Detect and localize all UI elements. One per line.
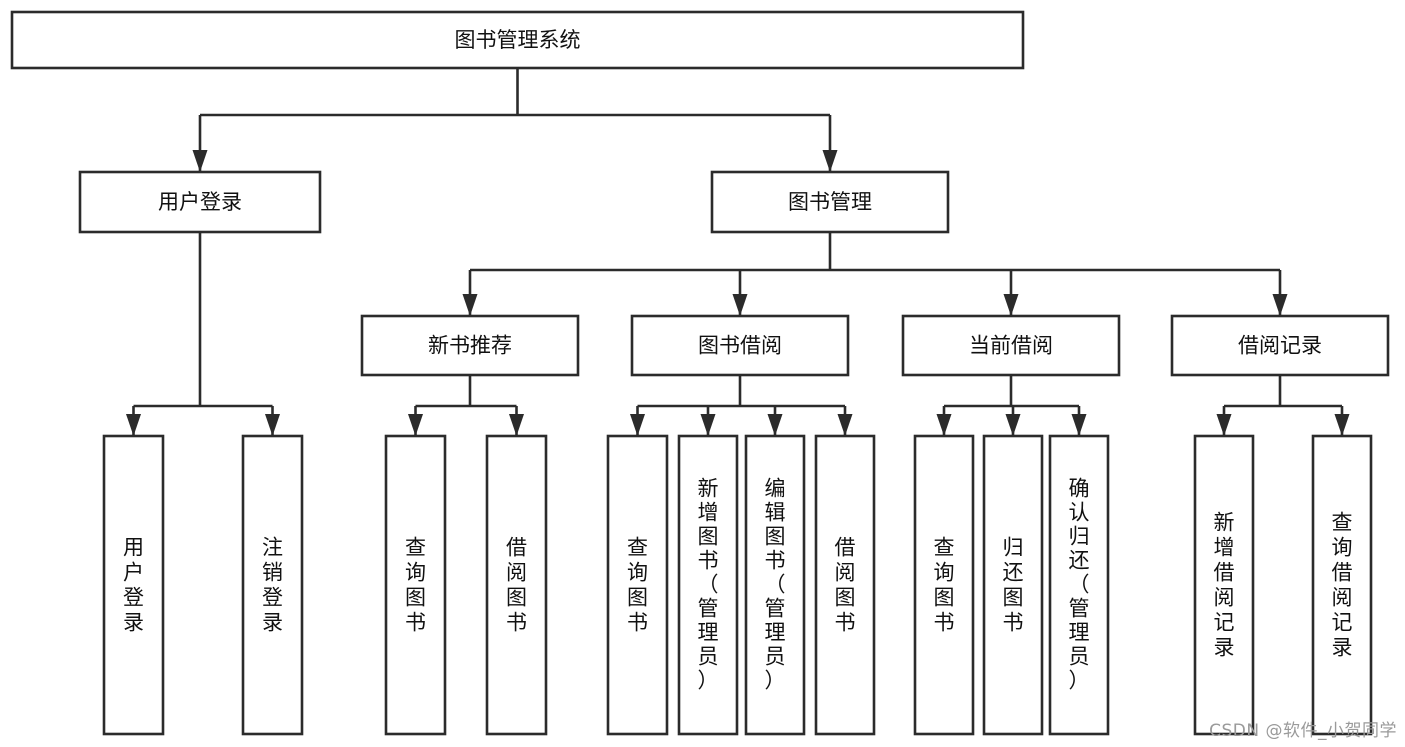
node-label: 借阅图书 — [835, 536, 856, 635]
arrow-head-icon — [1071, 414, 1087, 436]
arrow-head-icon — [192, 150, 208, 172]
node-leaf-borrow-book-2[interactable]: 借阅图书 — [814, 434, 876, 736]
node-label: 借阅图书 — [506, 536, 527, 635]
arrow-head-icon — [509, 414, 524, 436]
node-box[interactable] — [102, 434, 165, 736]
arrow-head-icon — [837, 414, 853, 436]
node-book-borrow[interactable]: 图书借阅 — [630, 314, 850, 377]
node-label: 图书管理系统 — [455, 28, 581, 52]
node-label: 查询借阅记录 — [1332, 511, 1353, 660]
node-box[interactable] — [710, 170, 950, 234]
arrow-head-icon — [732, 294, 748, 316]
node-leaf-edit-book[interactable]: 编辑图书（管理员） — [744, 434, 806, 736]
node-leaf-query-borrow-record[interactable]: 查询借阅记录 — [1311, 434, 1373, 736]
node-box[interactable] — [606, 434, 669, 736]
node-box[interactable] — [360, 314, 580, 377]
node-box[interactable] — [982, 434, 1044, 736]
node-label: 图书借阅 — [698, 334, 782, 358]
csdn-watermark: CSDN @软件_小贺同学 — [1209, 721, 1397, 741]
node-label: 查询图书 — [627, 536, 648, 635]
node-leaf-borrow-book-1[interactable]: 借阅图书 — [485, 434, 548, 736]
node-label: 查询图书 — [934, 536, 955, 635]
arrow-head-icon — [265, 414, 280, 436]
node-box[interactable] — [384, 434, 447, 736]
arrow-head-icon — [1216, 414, 1232, 436]
arrow-head-icon — [936, 414, 952, 436]
arrow-head-icon — [700, 414, 716, 436]
node-root[interactable]: 图书管理系统 — [10, 10, 1025, 70]
node-label: 新增借阅记录 — [1214, 511, 1235, 660]
arrow-head-icon — [126, 414, 141, 436]
node-box[interactable] — [1048, 434, 1110, 736]
node-box[interactable] — [10, 10, 1025, 70]
node-leaf-user-login[interactable]: 用户登录 — [102, 434, 165, 736]
node-box[interactable] — [630, 314, 850, 377]
arrow-head-icon — [630, 414, 645, 436]
node-box[interactable] — [485, 434, 548, 736]
arrow-head-icon — [1005, 414, 1021, 436]
node-new-book-recommend[interactable]: 新书推荐 — [360, 314, 580, 377]
node-box[interactable] — [1193, 434, 1255, 736]
arrow-head-icon — [767, 414, 783, 436]
connector-layer — [126, 68, 1350, 436]
node-leaf-query-book-2[interactable]: 查询图书 — [606, 434, 669, 736]
node-label: 归还图书 — [1003, 536, 1024, 635]
node-label: 用户登录 — [158, 190, 242, 214]
node-box[interactable] — [78, 170, 322, 234]
arrow-head-icon — [462, 294, 478, 316]
node-box[interactable] — [901, 314, 1121, 377]
node-label: 注销登录 — [262, 536, 283, 635]
node-label: 当前借阅 — [969, 334, 1053, 358]
node-label: 编辑图书（管理员） — [765, 477, 786, 693]
node-book-manage[interactable]: 图书管理 — [710, 170, 950, 234]
node-label: 新书推荐 — [428, 334, 512, 358]
node-leaf-add-book[interactable]: 新增图书（管理员） — [677, 434, 739, 736]
node-user-login[interactable]: 用户登录 — [78, 170, 322, 234]
node-box[interactable] — [677, 434, 739, 736]
arrow-head-icon — [1003, 294, 1019, 316]
node-leaf-return-book[interactable]: 归还图书 — [982, 434, 1044, 736]
arrow-head-icon — [408, 414, 423, 436]
node-borrow-record[interactable]: 借阅记录 — [1170, 314, 1390, 377]
node-label: 确认归还（管理员） — [1069, 477, 1090, 693]
node-leaf-query-book-1[interactable]: 查询图书 — [384, 434, 447, 736]
arrow-head-icon — [1334, 414, 1350, 436]
node-box[interactable] — [1170, 314, 1390, 377]
node-layer: 图书管理系统用户登录图书管理新书推荐图书借阅当前借阅借阅记录用户登录注销登录查询… — [10, 10, 1390, 736]
node-label: 图书管理 — [788, 190, 872, 214]
node-box[interactable] — [913, 434, 975, 736]
node-label: 用户登录 — [123, 536, 144, 635]
node-leaf-logout-login[interactable]: 注销登录 — [241, 434, 304, 736]
node-label: 新增图书（管理员） — [698, 477, 719, 693]
arrow-head-icon — [1272, 294, 1288, 316]
node-label: 借阅记录 — [1238, 334, 1322, 358]
node-leaf-add-borrow-record[interactable]: 新增借阅记录 — [1193, 434, 1255, 736]
node-leaf-query-book-3[interactable]: 查询图书 — [913, 434, 975, 736]
arrow-head-icon — [822, 150, 838, 172]
node-leaf-confirm-return[interactable]: 确认归还（管理员） — [1048, 434, 1110, 736]
node-current-borrow[interactable]: 当前借阅 — [901, 314, 1121, 377]
node-box[interactable] — [1311, 434, 1373, 736]
node-box[interactable] — [814, 434, 876, 736]
node-box[interactable] — [744, 434, 806, 736]
node-box[interactable] — [241, 434, 304, 736]
node-label: 查询图书 — [405, 536, 426, 635]
